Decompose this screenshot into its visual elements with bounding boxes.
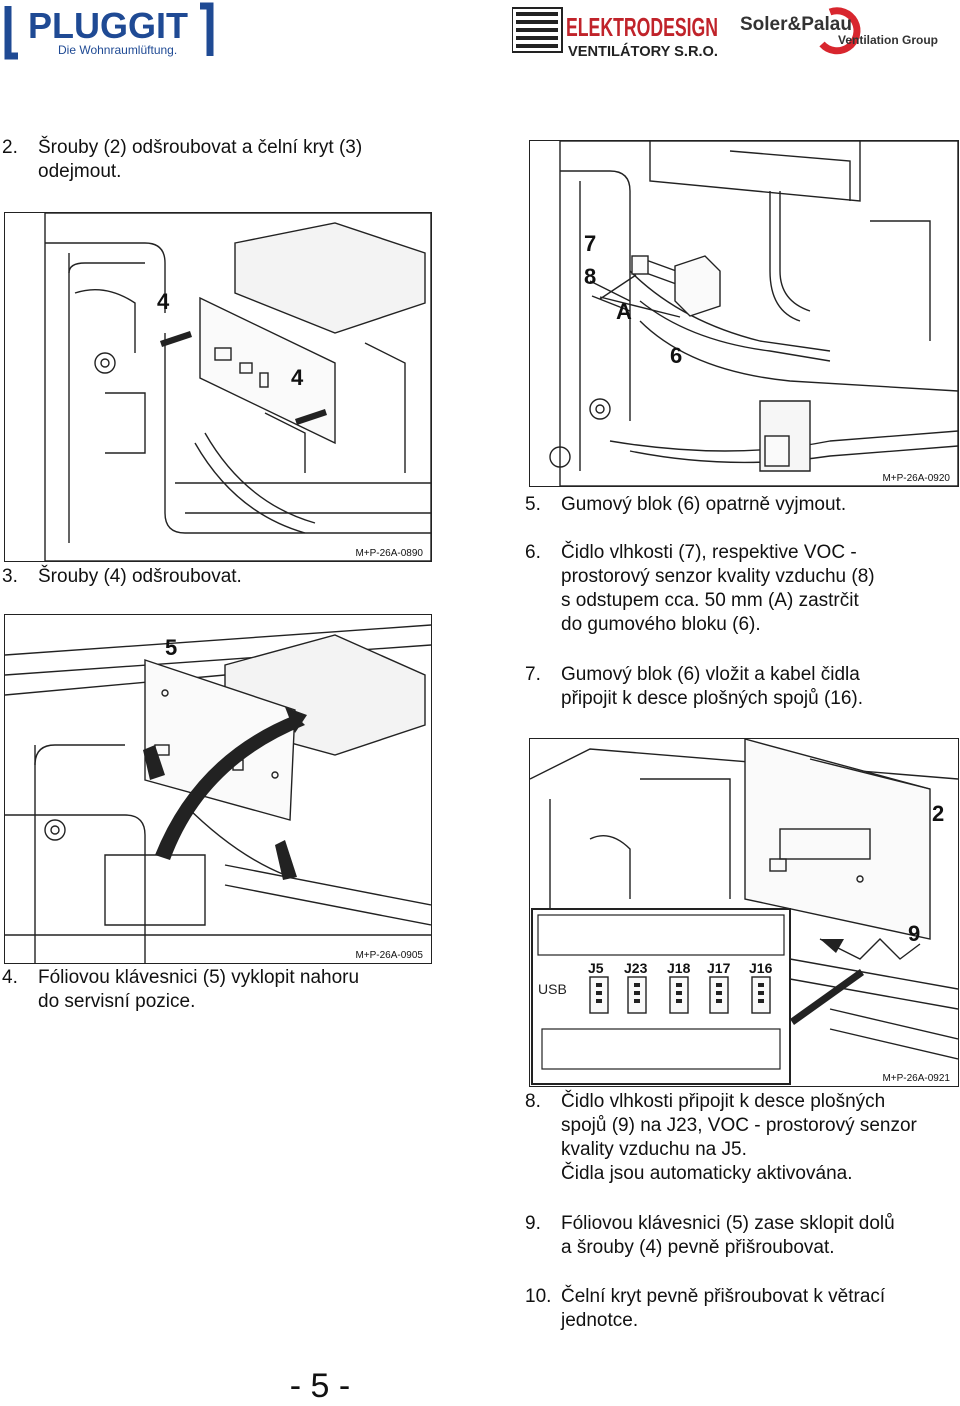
figure-code: M+P-26A-0890 (353, 548, 425, 559)
figure-sensor-drawing: 7 8 A 6 (549, 141, 958, 486)
figure-code: M+P-26A-0921 (880, 1073, 952, 1084)
pcb-inset: USB J5 J23 J18 J17 J16 (531, 908, 791, 1085)
step-4: 4. Fóliovou klávesnici (5) vyklopit naho… (2, 966, 442, 1016)
callout-6: 6 (670, 343, 682, 368)
callout-9: 9 (908, 921, 920, 946)
callout-8: 8 (584, 264, 596, 289)
step-2: 2. Šrouby (2) odšroubovat a čelní kryt (… (2, 136, 442, 186)
connector-j23: J23 (624, 960, 648, 976)
callout-4a: 4 (157, 289, 170, 314)
step-number: 4. (2, 967, 18, 988)
pluggit-logo: PLUGGIT Die Wohnraumlüftung. (4, 2, 214, 60)
callout-a: A (616, 299, 632, 324)
step-10: 10. Čelní kryt pevně přišroubovat k větr… (525, 1285, 955, 1335)
step-7: 7. Gumový blok (6) vložit a kabel čidla … (525, 663, 955, 713)
step-number: 5. (525, 494, 541, 515)
step-text: Gumový blok (6) opatrně vyjmout. (561, 494, 847, 515)
figure-code: M+P-26A-0920 (880, 473, 952, 484)
step-number: 9. (525, 1213, 541, 1234)
figure-pcb-connection: USB J5 J23 J18 J17 J16 2 9 M+P-26A-0921 (529, 738, 959, 1087)
step-text: Čidlo vlhkosti připojit k desce plošných… (561, 1091, 917, 1184)
step-number: 8. (525, 1091, 541, 1112)
callout-7: 7 (584, 231, 596, 256)
figure-keypad-service: 5 M+P-26A-0905 (4, 614, 432, 964)
connector-j5: J5 (588, 960, 604, 976)
step-text: Šrouby (4) odšroubovat. (38, 566, 242, 587)
step-number: 10. (525, 1286, 552, 1307)
figure-code: M+P-26A-0905 (353, 950, 425, 961)
solerpalau-logo: Soler&Palau Ventilation Group (738, 4, 948, 56)
callout-2: 2 (932, 801, 944, 826)
pluggit-logo-name: PLUGGIT (28, 5, 188, 46)
solerpalau-logo-line1: Soler&Palau (740, 14, 852, 35)
pluggit-logo-tagline: Die Wohnraumlüftung. (58, 43, 177, 57)
figure-screws-removal: 4 4 M+P-26A-0890 (4, 212, 432, 562)
callout-4b: 4 (291, 365, 304, 390)
step-3: 3. Šrouby (4) odšroubovat. (2, 565, 442, 591)
step-number: 3. (2, 566, 18, 587)
step-text: Fóliovou klávesnici (5) zase sklopit dol… (561, 1213, 895, 1258)
connector-j18: J18 (667, 960, 691, 976)
solerpalau-logo-line2: Ventilation Group (838, 33, 938, 47)
figure-screws-drawing: 4 4 (44, 213, 431, 561)
step-text: Fóliovou klávesnici (5) vyklopit nahoru … (38, 967, 360, 1012)
elektrodesign-logo-line1: ELEKTRODESIGN (566, 12, 718, 42)
callout-5: 5 (165, 635, 177, 660)
step-8: 8. Čidlo vlhkosti připojit k desce plošn… (525, 1090, 959, 1190)
connector-j16: J16 (749, 960, 773, 976)
step-5: 5. Gumový blok (6) opatrně vyjmout. (525, 493, 955, 519)
figure-pcb-drawing: USB J5 J23 J18 J17 J16 2 9 (530, 739, 958, 1085)
step-number: 7. (525, 664, 541, 685)
step-text: Čidlo vlhkosti (7), respektive VOC - pro… (561, 542, 875, 635)
page-number: - 5 - (289, 1367, 351, 1405)
step-text: Čelní kryt pevně přišroubovat k větrací … (561, 1286, 886, 1331)
step-number: 2. (2, 137, 18, 158)
step-number: 6. (525, 542, 541, 563)
step-9: 9. Fóliovou klávesnici (5) zase sklopit … (525, 1212, 955, 1262)
pluggit-logo-mark: PLUGGIT Die Wohnraumlüftung. (4, 2, 214, 60)
usb-label: USB (538, 981, 567, 997)
figure-sensor-block: 7 8 A 6 M+P-26A-0920 (529, 140, 959, 487)
step-6: 6. Čidlo vlhkosti (7), respektive VOC - … (525, 541, 955, 641)
step-text: Gumový blok (6) vložit a kabel čidla při… (561, 664, 864, 709)
elektrodesign-logo-line2: VENTILÁTORY S.R.O. (568, 43, 718, 60)
figure-keypad-drawing: 5 (5, 624, 431, 963)
connector-j17: J17 (707, 960, 731, 976)
elektrodesign-logo: ELEKTRODESIGN VENTILÁTORY S.R.O. (511, 2, 722, 60)
step-text: Šrouby (2) odšroubovat a čelní kryt (3) … (38, 137, 363, 182)
